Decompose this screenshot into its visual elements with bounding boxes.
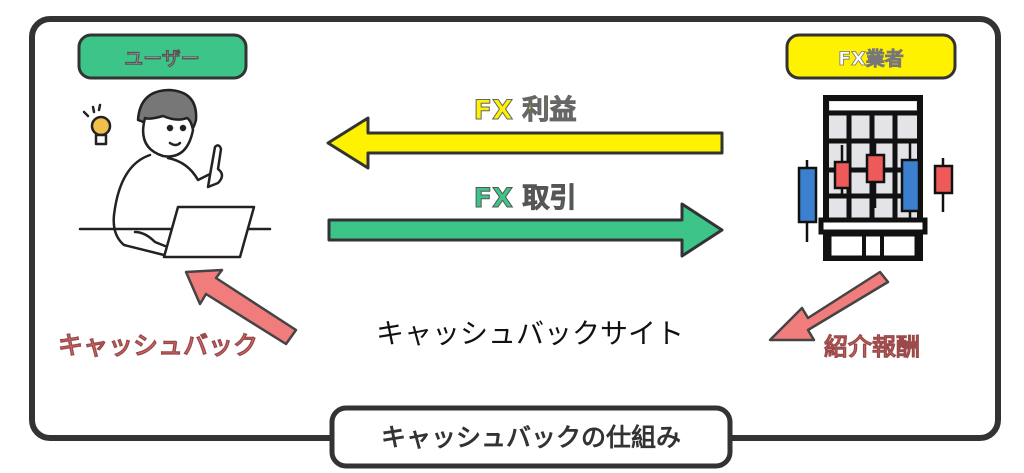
cashback-label: キャッシュバック [58, 331, 258, 360]
lightbulb-icon [82, 103, 112, 146]
title-badge: キャッシュバックの仕組み [329, 405, 733, 469]
broker-label-badge: FX業者 [785, 33, 957, 80]
cashback-site-label: キャッシュバックサイト [376, 317, 684, 350]
referral-arrow [768, 270, 890, 342]
user-label-badge: ユーザー [77, 33, 248, 80]
cashback-arrow [184, 268, 298, 346]
diagram-title: キャッシュバックの仕組み [381, 423, 681, 452]
broker-label: FX業者 [838, 47, 904, 70]
trade-label: FX 取引 [474, 183, 577, 214]
profit-label: FX 利益 [474, 95, 577, 126]
trade-arrow [327, 202, 724, 258]
candlestick-icons [797, 142, 954, 242]
user-label: ユーザー [124, 48, 200, 70]
profit-arrow [326, 116, 724, 170]
referral-label: 紹介報酬 [824, 333, 920, 361]
user-at-laptop-illustration [78, 88, 272, 259]
broker-building-illustration [797, 95, 954, 261]
